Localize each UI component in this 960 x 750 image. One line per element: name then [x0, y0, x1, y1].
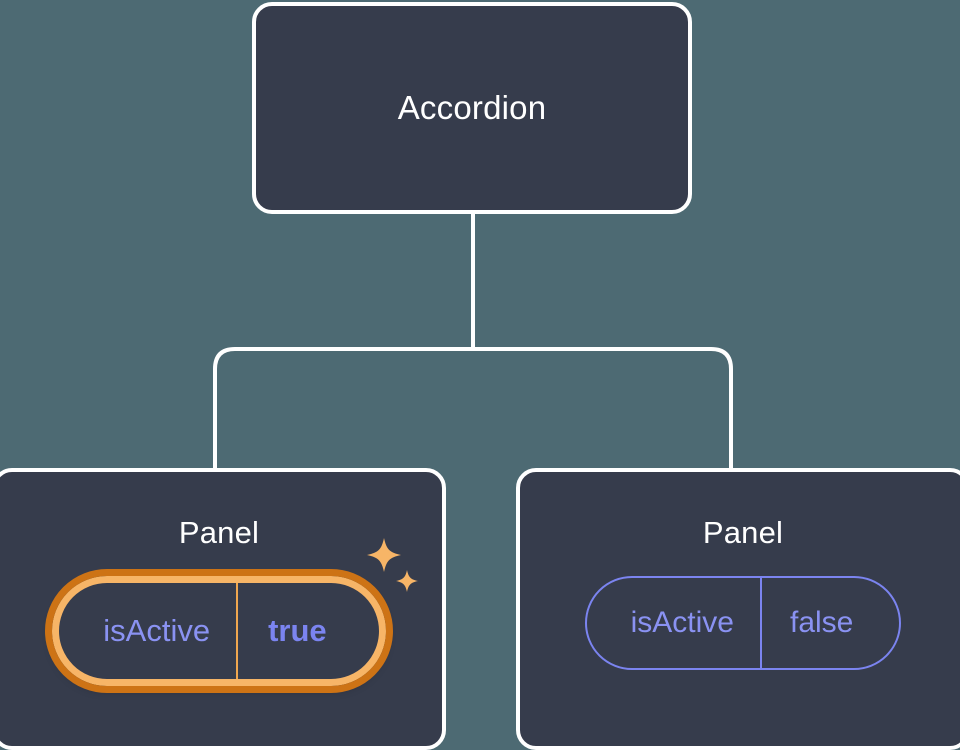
tree-node-panel-active[interactable]: Panel isActive true	[0, 468, 446, 750]
prop-key-isactive: isActive	[630, 606, 734, 640]
prop-pill-isactive-false[interactable]: isActive false	[584, 576, 902, 671]
prop-key-isactive: isActive	[103, 613, 211, 649]
node-title-accordion: Accordion	[397, 88, 547, 126]
tree-node-panel-inactive[interactable]: Panel isActive false	[516, 468, 960, 750]
prop-pill-wrapper-active: isActive true	[45, 538, 418, 694]
tree-node-accordion[interactable]: Accordion	[252, 2, 692, 214]
connector-child-bus	[213, 347, 733, 468]
sparkle-small-icon	[395, 570, 418, 593]
prop-pill-wrapper-inactive: isActive false	[584, 576, 902, 671]
node-title-panel-inactive: Panel	[702, 515, 784, 550]
sparkle-large-icon	[366, 538, 401, 573]
prop-value-true: true	[236, 583, 379, 680]
prop-pill-isactive-true[interactable]: isActive true	[45, 569, 393, 694]
prop-value-false: false	[759, 578, 899, 669]
node-title-panel-active: Panel	[178, 515, 260, 550]
